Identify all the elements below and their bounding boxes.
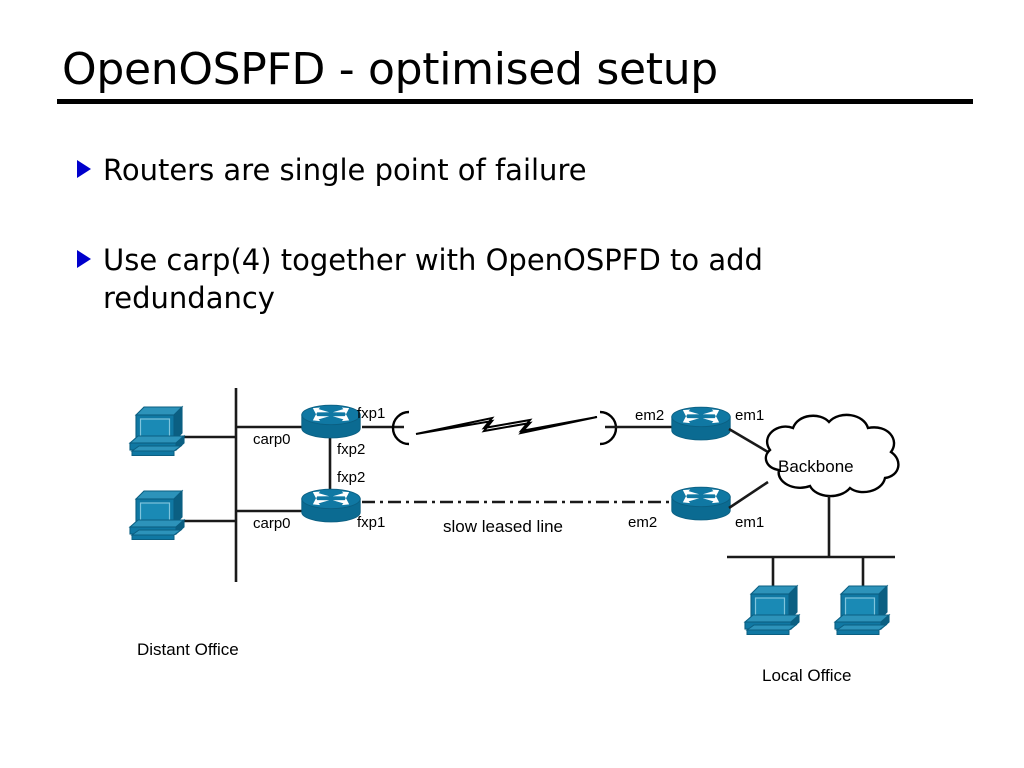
wire-router-bottom-to-backbone [728,480,769,510]
local-router-bottom [671,486,731,521]
local-office-label: Local Office [762,666,851,685]
bullet-item-2-label: Use carp(4) together with OpenOSPFD to a… [103,243,763,316]
local-workstation-left [744,585,800,636]
serial-bracket-left [391,410,410,446]
local-router-top [671,406,731,441]
page-title: OpenOSPFD - optimised setup [62,44,718,95]
distant-router-top [301,404,361,439]
backbone-cloud [764,413,900,498]
distant-workstation-top [129,406,185,457]
backbone-cloud-label: Backbone [778,457,854,476]
network-topology-diagram: carp0 carp0 fxp2 fxp2 fxp1 fxp1 slow lea… [0,360,1024,720]
label-em1-top: em1 [735,407,764,424]
label-fxp2-top: fxp2 [337,441,365,458]
label-fxp1-bottom: fxp1 [357,514,385,531]
label-carp0-bottom: carp0 [253,515,291,532]
distant-workstation-bottom [129,490,185,541]
local-workstation-right [834,585,890,636]
distant-office-label: Distant Office [137,640,239,659]
bullet-triangle-icon [77,250,91,268]
title-divider [57,99,973,104]
bullet-triangle-icon [77,160,91,178]
label-fxp1-top: fxp1 [357,405,385,422]
bullet-item-1-label: Routers are single point of failure [103,153,587,187]
wire-router-top-to-backbone [728,427,769,454]
label-carp0-top: carp0 [253,431,291,448]
label-em1-bottom: em1 [735,514,764,531]
label-slow-leased-line: slow leased line [443,517,563,536]
lightning-bolt-icon [415,416,598,435]
bullet-item-1: Routers are single point of failure [77,151,587,189]
label-em2-bottom: em2 [628,514,657,531]
label-fxp2-bottom: fxp2 [337,469,365,486]
distant-router-bottom [301,488,361,523]
label-em2-top: em2 [635,407,664,424]
bullet-item-2: Use carp(4) together with OpenOSPFD to a… [77,241,887,318]
